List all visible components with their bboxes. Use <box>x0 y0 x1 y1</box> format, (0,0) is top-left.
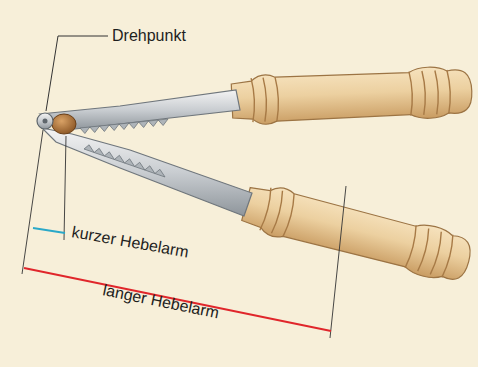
handle-groove <box>405 225 418 268</box>
jaw-teeth <box>84 145 165 177</box>
handle-groove <box>271 191 284 234</box>
short-arm-dimension <box>33 228 65 233</box>
upper-handle <box>231 65 473 126</box>
hinge <box>37 113 53 129</box>
handle-groove <box>447 70 451 114</box>
long-arm-dimension <box>24 268 331 331</box>
handle-groove <box>251 78 255 122</box>
lower-arm <box>42 128 252 216</box>
handle-groove <box>430 232 443 275</box>
leader-line <box>46 36 108 111</box>
handle-groove <box>435 70 439 114</box>
hinge-pin <box>43 119 48 124</box>
handle-groove <box>418 229 431 272</box>
extension-line <box>64 136 66 240</box>
extension-line <box>22 130 43 274</box>
jaw-teeth <box>80 119 168 134</box>
nut <box>52 114 76 134</box>
handle-groove <box>409 71 413 115</box>
handle-groove <box>422 71 426 115</box>
lower-handle <box>240 179 475 286</box>
handle-groove <box>260 188 273 231</box>
pivot-label: Drehpunkt <box>112 27 186 45</box>
handle-groove <box>442 235 455 278</box>
extension-line <box>330 186 346 338</box>
handle-groove <box>275 77 279 121</box>
handle-groove <box>283 194 296 237</box>
handle-groove <box>263 78 267 122</box>
